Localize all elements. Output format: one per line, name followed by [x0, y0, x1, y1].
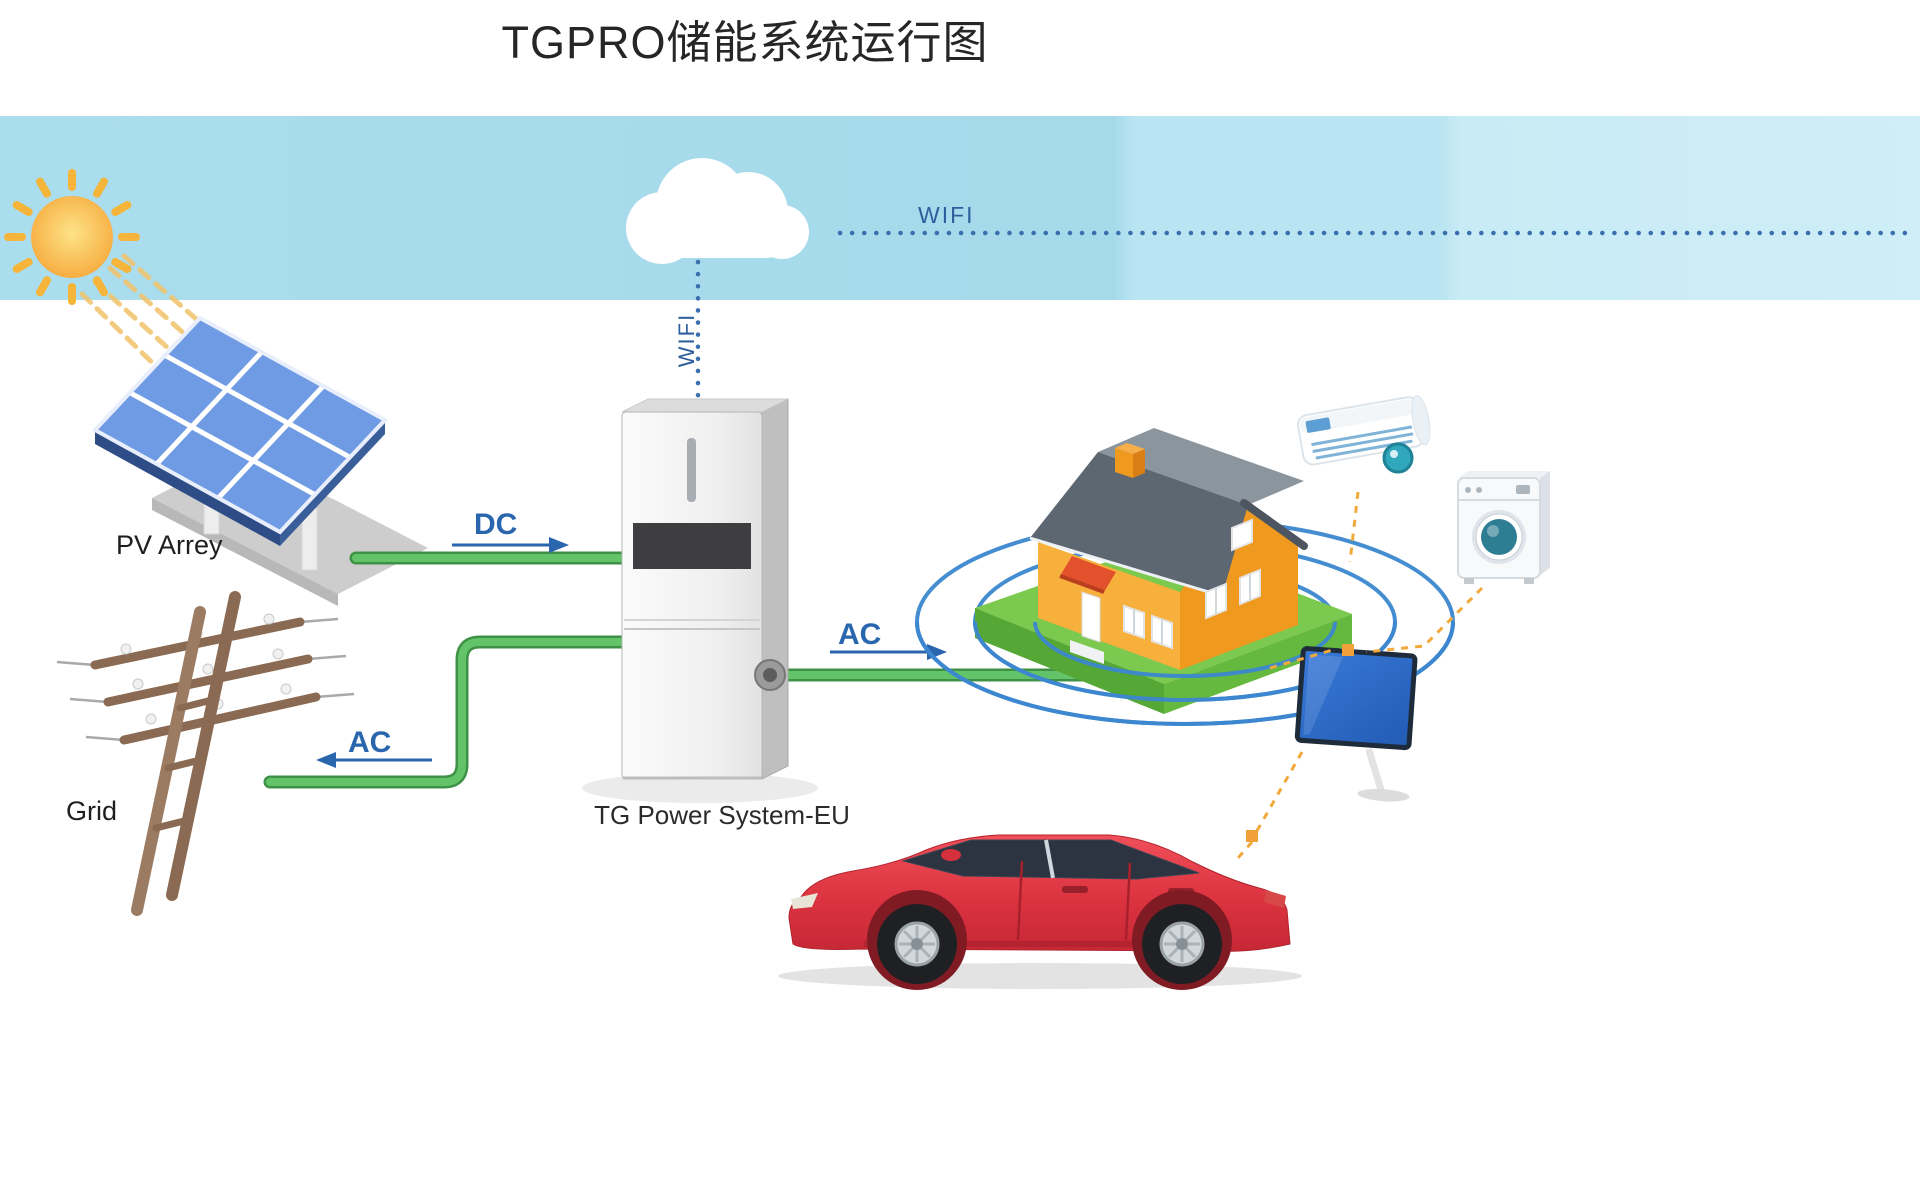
cloud-icon [626, 158, 809, 264]
link-node-car [1236, 841, 1254, 859]
front-door [1081, 591, 1101, 643]
wifi-label-horizontal: WIFI [918, 202, 975, 228]
ac-grid-flow-label: AC [348, 726, 392, 759]
sky-band [0, 116, 1920, 300]
car-wheel [877, 904, 957, 984]
solar-panel-icon [91, 315, 389, 546]
page-title: TGPRO储能系统运行图 [501, 17, 989, 68]
washing-machine-icon [1457, 471, 1550, 584]
roof-back-slope [1098, 428, 1304, 505]
sun-icon [4, 169, 140, 305]
pv-array-label: PV Arrey [116, 530, 223, 560]
inverter-label: TG Power System-EU [594, 800, 850, 830]
sun-rays [4, 169, 140, 305]
car-headlight [791, 893, 818, 909]
inverter-icon [621, 398, 789, 780]
grid-label: Grid [66, 796, 118, 826]
chimney [1115, 443, 1145, 478]
car-wheel [1142, 904, 1222, 984]
air-conditioner-icon [1296, 395, 1431, 474]
car-taillight [1264, 890, 1286, 908]
dc-flow-label: DC [474, 508, 518, 541]
dc-arrow [452, 537, 569, 553]
link-house-ac [1348, 491, 1360, 563]
inverter-handle-slot [687, 438, 696, 502]
dashed-links [1236, 491, 1484, 859]
link-node-square [1342, 644, 1354, 656]
wifi-label-vertical: WIFI [674, 312, 699, 368]
tv-icon [1294, 646, 1418, 802]
inverter-display-band [633, 523, 751, 569]
house-icon [975, 428, 1352, 714]
link-tv-car [1252, 751, 1304, 837]
roof-front-slope [1030, 452, 1248, 596]
inverter-shadow [582, 773, 818, 803]
link-node-square [1246, 830, 1258, 842]
link-house-node [1269, 647, 1337, 670]
utility-pole-icon [56, 591, 355, 916]
ac-house-flow-label: AC [838, 618, 882, 651]
car-icon [778, 834, 1302, 990]
ac-arrow-left [316, 752, 432, 768]
door-awning [1060, 556, 1116, 592]
porch-steps [1070, 640, 1104, 664]
